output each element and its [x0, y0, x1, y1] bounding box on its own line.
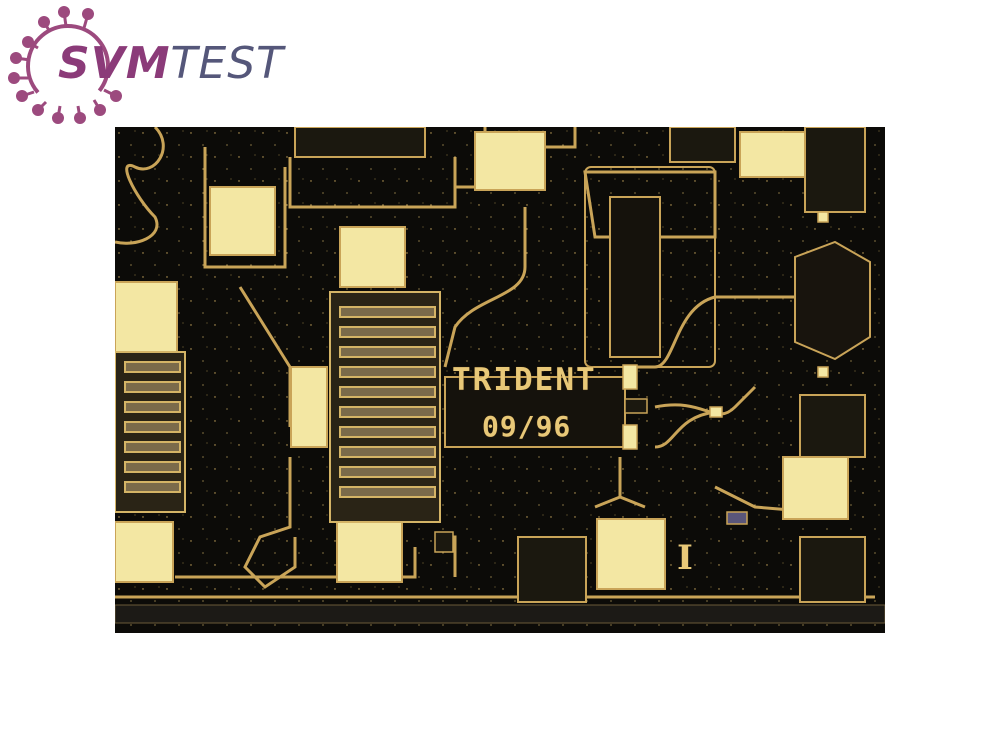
logo-text-test: TEST: [170, 38, 285, 89]
transistor-left: [115, 351, 186, 513]
chip-date-text: 09/96: [482, 410, 572, 443]
chip-mark-text: I: [677, 538, 693, 578]
bond-pads: [115, 131, 849, 590]
virus-ring-icon: [8, 6, 122, 124]
logo-text-svm: SVM: [58, 38, 171, 89]
ground-pads: [294, 127, 866, 603]
capacitor-plate: [609, 196, 661, 358]
small-components: [434, 211, 829, 553]
die-edge: [115, 604, 885, 624]
transistor-right: [329, 291, 441, 523]
octagon-pad: [794, 240, 871, 361]
chip-label-text: TRIDENT: [452, 362, 597, 398]
label-block: [444, 376, 626, 448]
svmtest-logo: SVMTEST: [0, 0, 283, 140]
logo-wordmark: SVMTEST: [58, 38, 284, 89]
chip-die-photo: [115, 127, 885, 633]
cap-region: [584, 166, 716, 368]
